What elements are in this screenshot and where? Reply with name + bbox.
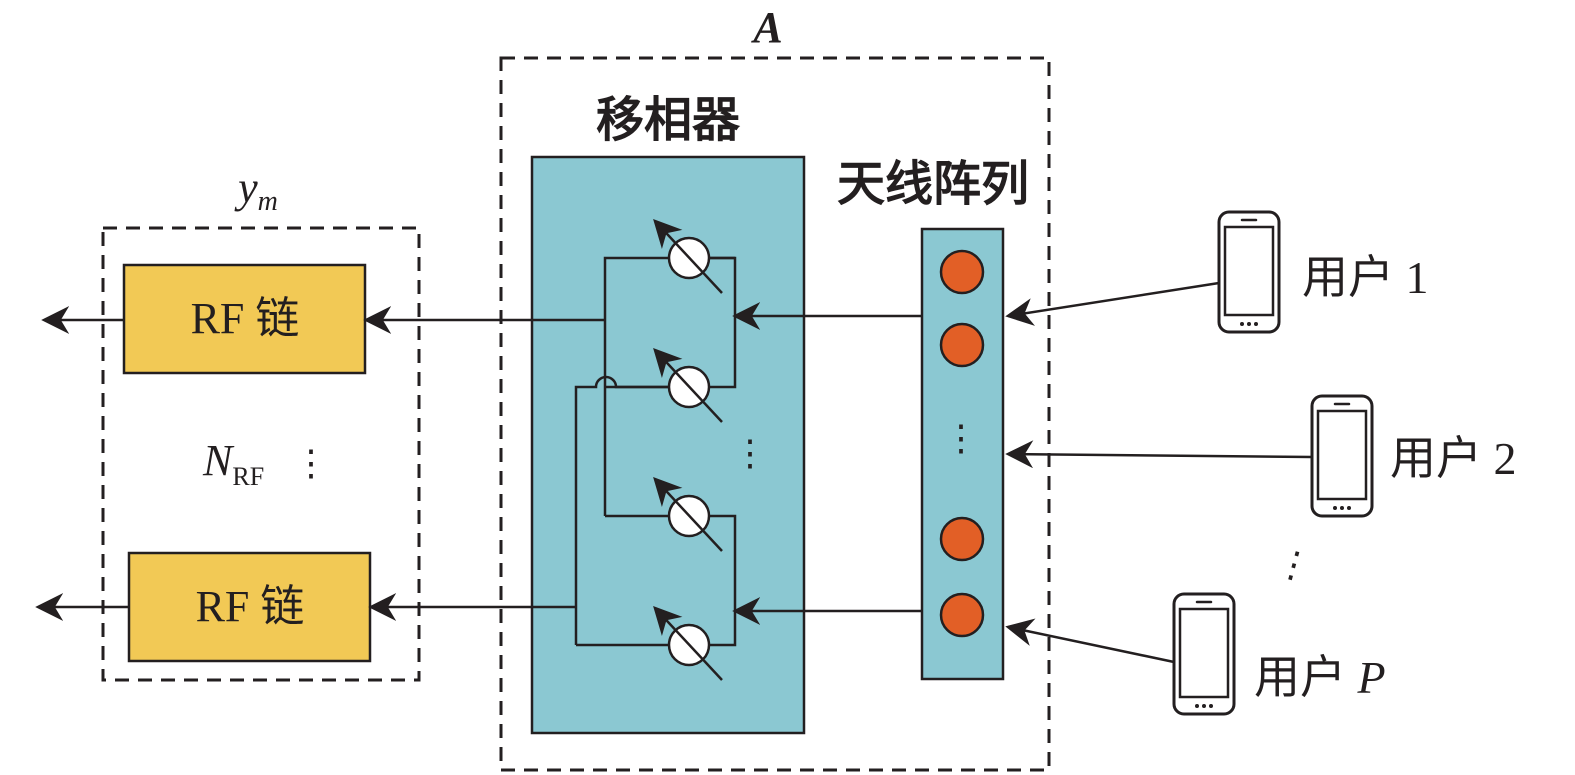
- user-p-id: P: [1357, 652, 1386, 703]
- rf-chain-bottom-label: RF 链: [196, 582, 305, 631]
- n-sub: RF: [232, 462, 264, 491]
- y-sub: m: [258, 186, 278, 217]
- phase-shifter-panel: [530, 155, 806, 735]
- analog-precoder-boundary: [499, 56, 1051, 772]
- user-2-label: 用户 2: [1390, 433, 1517, 484]
- user-2-id: 2: [1494, 433, 1517, 484]
- user-2-prefix: 用户: [1390, 433, 1494, 484]
- antenna-element: [939, 516, 985, 562]
- phase-shifter: [653, 476, 723, 552]
- n-rf-label: NRF: [202, 436, 264, 491]
- phase-shifter: [653, 218, 723, 294]
- rf-chain-ellipsis: ⋮: [293, 443, 329, 483]
- user-p-label: 用户 P: [1254, 652, 1386, 703]
- y-m-label: ym: [234, 163, 278, 217]
- phase-shifter: [653, 347, 723, 423]
- antenna-element: [939, 322, 985, 368]
- user-1-phone-icon: [1217, 210, 1281, 334]
- y-var: y: [234, 163, 258, 212]
- phase-shifter: [653, 605, 723, 681]
- antenna-element: [939, 592, 985, 638]
- rf-chain-top-label: RF 链: [191, 294, 300, 343]
- matrix-a-label: A: [750, 3, 782, 52]
- antenna-array-label: 天线阵列: [837, 158, 1029, 211]
- phase-shifter-ellipsis: ⋮: [732, 433, 768, 473]
- phase-shifter-network: [574, 256, 737, 647]
- user-1-label: 用户 1: [1302, 252, 1429, 303]
- user-2-phone-icon: [1310, 394, 1374, 518]
- users-ellipsis: ⋮: [1271, 541, 1316, 589]
- user-1-prefix: 用户: [1302, 252, 1406, 303]
- user-p-prefix: 用户: [1254, 652, 1358, 703]
- antenna-ellipsis: ⋮: [943, 418, 979, 458]
- n-var: N: [202, 436, 235, 485]
- rf-chain-group-boundary: [101, 226, 421, 682]
- signal-arrows: [35, 281, 1313, 664]
- phase-shifter-label: 移相器: [596, 94, 741, 147]
- user-1-id: 1: [1406, 252, 1429, 303]
- user-p-phone-icon: [1172, 592, 1236, 716]
- antenna-element: [939, 249, 985, 295]
